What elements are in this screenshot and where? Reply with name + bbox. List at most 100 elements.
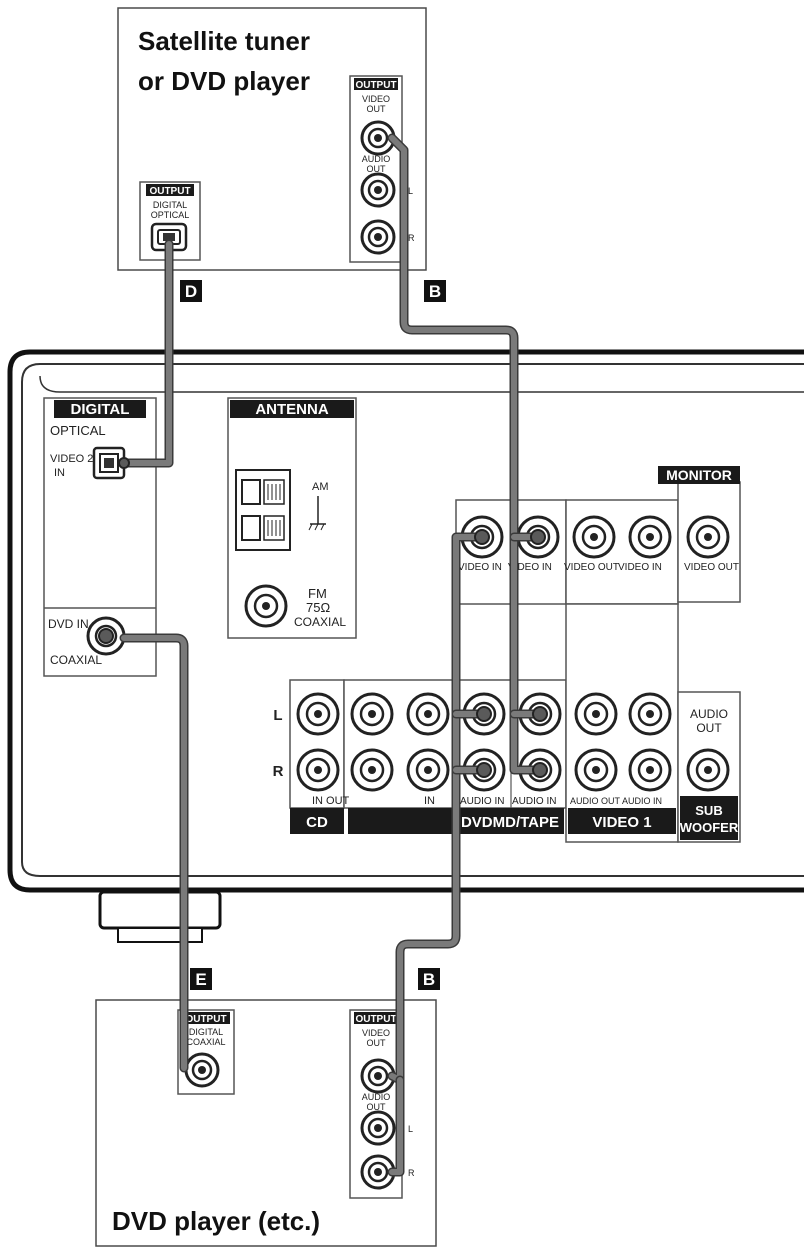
satellite-digital-output-header-bg	[146, 184, 194, 196]
video1-audio-out-l-jack[interactable]	[574, 692, 618, 736]
satellite-audio-out-r-jack[interactable]	[360, 219, 396, 255]
footer-dvd-md-tape: DVDMD/TAPE	[461, 814, 559, 831]
digital-header-bg	[54, 400, 146, 418]
dvd-output-header-bg	[354, 1012, 398, 1024]
video1-video-in-jack[interactable]	[628, 515, 672, 559]
audio-in-label-2: AUDIO IN	[512, 796, 556, 807]
dvd-audio-out-line2: OUT	[367, 1102, 387, 1112]
footer-sub-line1: SUB	[695, 803, 722, 818]
satellite-video-out-line2: OUT	[367, 104, 387, 114]
footer-video1: VIDEO 1	[592, 814, 651, 831]
satellite-title-line2: or DVD player	[138, 66, 310, 96]
dvd-audio-out-line1: AUDIO	[362, 1092, 391, 1102]
audio-in-label-3: AUDIO IN	[622, 796, 662, 806]
satellite-output-header-bg	[354, 78, 398, 90]
cd-audio-r-jack[interactable]	[296, 748, 340, 792]
tape-audio-l-jack-2[interactable]	[406, 692, 450, 736]
audio-in-label-1: AUDIO IN	[460, 796, 504, 807]
sub-audio-out-line1: AUDIO	[690, 707, 728, 721]
video-in-label-1: VIDEO IN	[458, 562, 502, 573]
footer-video1-bg	[568, 808, 676, 834]
video1-audio-in-r-jack[interactable]	[628, 748, 672, 792]
fm-label-line3: COAXIAL	[294, 615, 346, 629]
dvd-l-label: L	[408, 1124, 413, 1134]
fm-coaxial-jack[interactable]	[244, 584, 288, 628]
dvd-player-device: DVD player (etc.) OUTPUT DIGITAL COAXIAL…	[95, 999, 437, 1247]
tape-in-label: IN	[424, 795, 435, 807]
tape-audio-r-jack-2[interactable]	[406, 748, 450, 792]
badge-e-label: E	[195, 970, 206, 989]
video1-video-out-jack[interactable]	[572, 515, 616, 559]
dvd-player-title: DVD player (etc.)	[112, 1206, 320, 1236]
badge-e: E	[190, 968, 212, 990]
receiver-top-rail	[39, 375, 804, 393]
badge-b-bottom: B	[418, 968, 440, 990]
monitor-video-out-jack[interactable]	[686, 515, 730, 559]
satellite-audio-out-line2: OUT	[367, 164, 387, 174]
video2-label-line1: VIDEO 2	[50, 453, 93, 465]
video-in-label-2: VIDEO IN	[508, 562, 552, 573]
am-antenna-terminals[interactable]	[235, 469, 291, 551]
digital-input-panel: DIGITAL OPTICAL VIDEO 2 IN DVD IN COAXIA…	[43, 397, 157, 677]
dvd-audio-out-l-jack[interactable]	[360, 1110, 396, 1146]
video1-audio-out-r-jack[interactable]	[574, 748, 618, 792]
video2-label-line2: IN	[54, 467, 65, 479]
badge-b-top: B	[424, 280, 446, 302]
video1-audio-in-l-jack[interactable]	[628, 692, 672, 736]
satellite-digital-output-header: OUTPUT	[149, 186, 190, 197]
dvd-in-label: DVD IN	[48, 617, 89, 631]
dvd-video-out-line1: VIDEO	[362, 1028, 390, 1038]
satellite-video-out-jack[interactable]	[360, 120, 396, 156]
antenna-panel: ANTENNA AM FM 75Ω COAXIAL	[227, 397, 357, 639]
digital-header: DIGITAL	[71, 401, 130, 418]
am-label: AM	[312, 481, 329, 493]
satellite-l-label: L	[408, 186, 413, 196]
av-cable-b-bottom	[387, 532, 489, 1177]
cable-plugs	[98, 457, 548, 778]
dvd-output-header: OUTPUT	[355, 1014, 396, 1025]
satellite-digital-optical-line1: DIGITAL	[153, 200, 187, 210]
fm-label-line1: FM	[308, 586, 327, 601]
optical-label: OPTICAL	[50, 423, 106, 438]
video-out-label-1: VIDEO OUT	[564, 562, 619, 573]
dvd-r-label: R	[408, 1168, 415, 1178]
audio-r-label: R	[273, 763, 284, 780]
monitor-header: MONITOR	[666, 467, 732, 483]
dvd-digital-coaxial-line1: DIGITAL	[189, 1027, 223, 1037]
footer-sub-line2: WOOFER	[680, 820, 739, 835]
receiver-inner-edge	[21, 363, 804, 877]
badge-d: D	[180, 280, 202, 302]
dvd-digital-coaxial-out-jack[interactable]	[184, 1052, 220, 1088]
footer-cd: CD	[306, 814, 328, 831]
tape-audio-r-jack-1[interactable]	[350, 748, 394, 792]
receiver-foot-base	[117, 927, 203, 943]
satellite-output-header: OUTPUT	[355, 80, 396, 91]
satellite-audio-out-l-jack[interactable]	[360, 172, 396, 208]
audio-out-label: AUDIO OUT	[570, 796, 621, 806]
cd-in-out-label: IN OUT	[312, 795, 350, 807]
video-jacks-area: MONITOR VIDEO IN VIDEO IN VIDEO OUT VIDE…	[455, 466, 741, 605]
subwoofer-out-jack[interactable]	[686, 748, 730, 792]
monitor-video-out-label: VIDEO OUT	[684, 562, 739, 573]
satellite-tuner-device: Satellite tuner or DVD player OUTPUT DIG…	[117, 7, 427, 271]
sub-audio-out-line2: OUT	[696, 721, 722, 735]
satellite-title-line1: Satellite tuner	[138, 26, 310, 56]
cd-audio-l-jack[interactable]	[296, 692, 340, 736]
video-in-label-3: VIDEO IN	[618, 562, 662, 573]
badge-b-top-label: B	[429, 282, 441, 301]
footer-cd-bg	[290, 808, 344, 834]
dvd-digital-coaxial-line2: COAXIAL	[186, 1037, 225, 1047]
tape-audio-l-jack-1[interactable]	[350, 692, 394, 736]
audio-l-label: L	[273, 707, 282, 724]
monitor-header-bg	[658, 466, 740, 484]
satellite-r-label: R	[408, 233, 415, 243]
fm-label-line2: 75Ω	[306, 600, 330, 615]
video2-optical-in-jack[interactable]	[92, 446, 126, 480]
badge-b-bottom-label: B	[423, 970, 435, 989]
satellite-video-out-line1: VIDEO	[362, 94, 390, 104]
dvd-video-out-line2: OUT	[367, 1038, 387, 1048]
satellite-optical-jack[interactable]	[150, 222, 188, 252]
coaxial-label: COAXIAL	[50, 653, 102, 667]
antenna-header: ANTENNA	[255, 401, 328, 418]
